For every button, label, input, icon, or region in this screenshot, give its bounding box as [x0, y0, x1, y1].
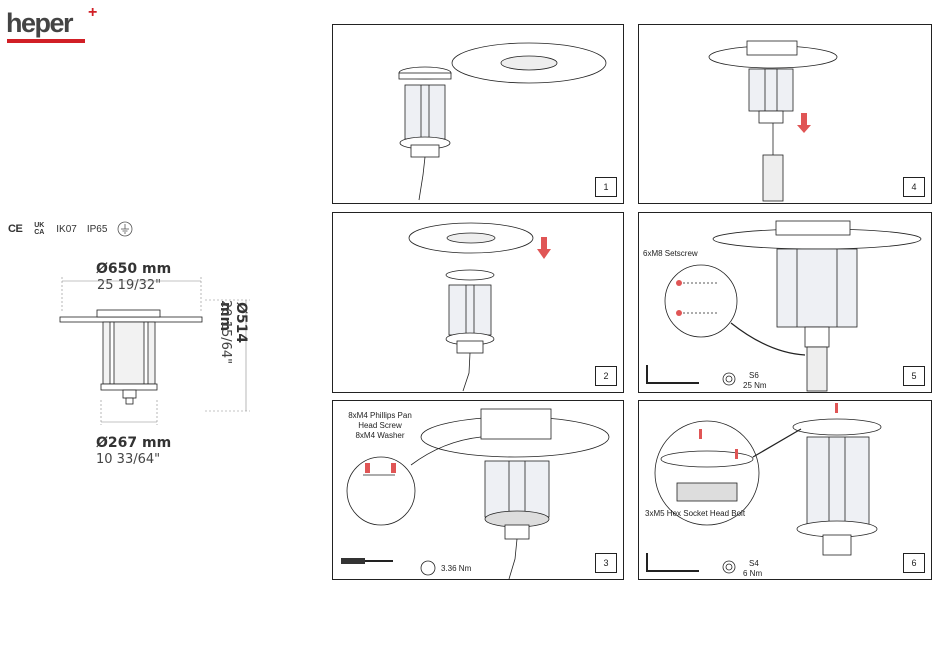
step-4-illustration: [639, 25, 931, 203]
step-panel-5: 6xM8 Setscrew S6 25 Nm 5: [638, 212, 932, 393]
heper-logo: heper +: [6, 8, 101, 42]
brand-underline: [7, 39, 85, 43]
ce-mark: CE: [8, 223, 22, 235]
bottom-diameter-in: 10 33/64": [96, 452, 160, 467]
step-panel-3: 8xM4 Phillips Pan Head Screw 8xM4 Washer…: [332, 400, 624, 580]
down-arrow-icon: [537, 237, 551, 259]
bottom-diameter-mm: Ø267 mm: [96, 435, 171, 451]
down-arrow-icon: [797, 113, 811, 133]
step-panel-1: 1: [332, 24, 624, 204]
dimension-drawing: Ø650 mm 25 19/32" Ø514 mm 20 15/64: [0, 255, 300, 475]
step-3-torque: 3.36 Nm: [441, 564, 471, 574]
step-number-2: 2: [595, 366, 617, 386]
step-5-callout: 6xM8 Setscrew: [643, 249, 698, 259]
step-1-illustration: [333, 25, 623, 203]
step-2-illustration: [333, 213, 623, 392]
step-5-torque: 25 Nm: [743, 381, 767, 391]
step-3-callout-line-3: 8xM4 Washer: [339, 431, 421, 441]
ik-rating: IK07: [56, 224, 77, 235]
step-6-callout: 3xM5 Hex Socket Head Bolt: [645, 509, 745, 519]
step-panel-4: 4: [638, 24, 932, 204]
step-number-4: 4: [903, 177, 925, 197]
certification-row: CE UK CA IK07 IP65: [8, 221, 133, 237]
step-number-5: 5: [903, 366, 925, 386]
brand-plus-mark: +: [88, 4, 97, 22]
step-6-torque: 6 Nm: [743, 569, 762, 579]
earth-ground-icon: [117, 221, 133, 237]
step-3-callout-line-1: 8xM4 Phillips Pan: [339, 411, 421, 421]
step-number-6: 6: [903, 553, 925, 573]
step-5-illustration: [639, 213, 931, 392]
step-3-callout-line-2: Head Screw: [339, 421, 421, 431]
step-6-tool-size: S4: [749, 559, 759, 569]
ip-rating: IP65: [87, 224, 108, 235]
screwdriver-icon: [341, 558, 365, 564]
step-5-tool-size: S6: [749, 371, 759, 381]
step-number-1: 1: [595, 177, 617, 197]
side-height-in: 20 15/64": [218, 300, 233, 364]
step-3-callout: 8xM4 Phillips Pan Head Screw 8xM4 Washer: [339, 411, 421, 441]
step-6-illustration: [639, 401, 931, 579]
ukca-mark: UK CA: [32, 222, 46, 236]
step-panel-6: 3xM5 Hex Socket Head Bolt S4 6 Nm 6: [638, 400, 932, 580]
step-number-3: 3: [595, 553, 617, 573]
brand-name: heper: [6, 8, 101, 38]
step-panel-2: 2: [332, 212, 624, 393]
